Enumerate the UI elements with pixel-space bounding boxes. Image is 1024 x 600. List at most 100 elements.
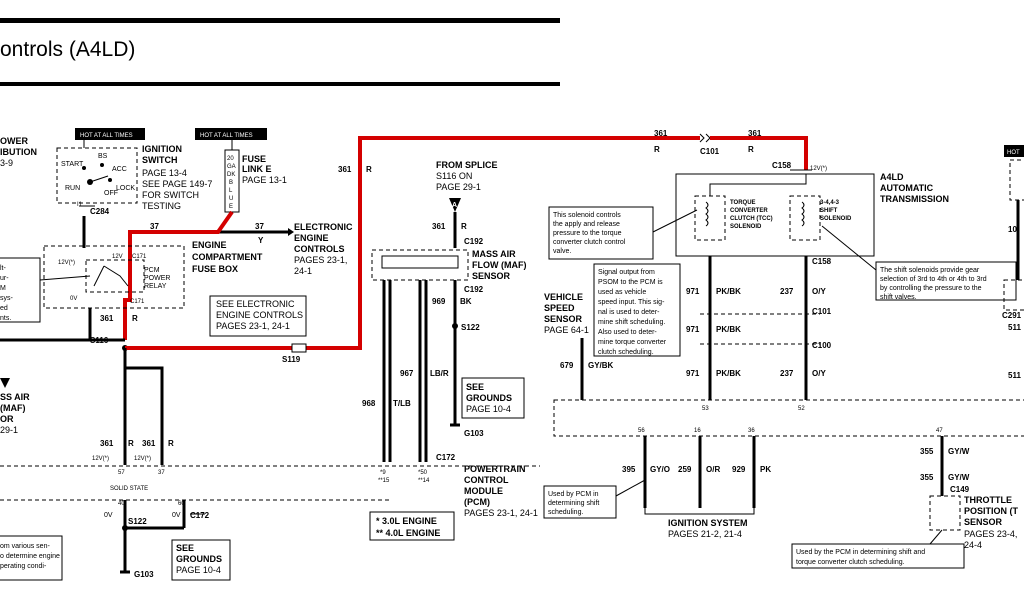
svg-text:CLUTCH (TCC): CLUTCH (TCC) xyxy=(730,216,773,222)
engine-legend xyxy=(369,511,455,541)
shift-solenoid xyxy=(789,195,821,241)
splice-s119: S119 xyxy=(282,355,301,364)
svg-text:ACC: ACC xyxy=(112,166,127,173)
vss-title: VEHICLE xyxy=(544,292,583,302)
svg-text:SHIFT: SHIFT xyxy=(820,208,838,214)
svg-text:MODULE: MODULE xyxy=(464,486,503,496)
svg-text:Signal output from: Signal output from xyxy=(598,269,655,276)
svg-text:C149: C149 xyxy=(950,485,970,494)
svg-text:COMPARTMENT: COMPARTMENT xyxy=(192,252,263,262)
svg-text:R: R xyxy=(748,145,754,154)
svg-text:37: 37 xyxy=(158,470,165,476)
svg-text:PCM: PCM xyxy=(144,267,160,274)
svg-text:CONVERTER: CONVERTER xyxy=(730,208,768,214)
svg-text:SENSOR: SENSOR xyxy=(472,271,511,281)
svg-text:PAGES 21-2, 21-4: PAGES 21-2, 21-4 xyxy=(668,529,742,539)
svg-text:FLOW (MAF): FLOW (MAF) xyxy=(472,260,526,270)
svg-text:0V: 0V xyxy=(104,512,113,519)
svg-text:12V(*): 12V(*) xyxy=(58,260,75,266)
see-eec-box xyxy=(209,295,307,337)
svg-text:ed: ed xyxy=(0,305,8,312)
svg-text:259: 259 xyxy=(678,465,692,474)
svg-text:clutch scheduling.: clutch scheduling. xyxy=(598,349,654,356)
svg-text:PK/BK: PK/BK xyxy=(716,325,741,334)
fuse-link-ref: PAGE 13-1 xyxy=(242,175,287,185)
svg-text:12V: 12V xyxy=(112,254,123,260)
svg-text:om various sen-: om various sen- xyxy=(0,543,50,550)
svg-text:ENGINE CONTROLS: ENGINE CONTROLS xyxy=(216,310,303,320)
svg-text:C171: C171 xyxy=(132,254,147,260)
svg-text:M: M xyxy=(0,285,6,292)
header-rule-top xyxy=(0,18,560,23)
power-distribution-ref: 3-9 xyxy=(0,158,13,168)
svg-text:PAGES 23-1,: PAGES 23-1, xyxy=(294,255,347,265)
svg-text:R: R xyxy=(366,165,372,174)
ignition-switch-ref: PAGE 13-4 xyxy=(142,168,187,178)
svg-text:24-1: 24-1 xyxy=(294,266,312,276)
svg-text:DK: DK xyxy=(227,172,235,178)
svg-text:SEE: SEE xyxy=(466,382,484,392)
svg-text:Also used to deter-: Also used to deter- xyxy=(598,329,657,336)
tcc-solenoid xyxy=(694,195,726,241)
svg-text:16: 16 xyxy=(694,428,701,434)
svg-text:C100: C100 xyxy=(812,341,832,350)
svg-text:AUTOMATIC: AUTOMATIC xyxy=(880,183,934,193)
svg-text:o determine engine: o determine engine xyxy=(0,553,60,560)
svg-text:361: 361 xyxy=(100,439,114,448)
svg-text:the apply and release: the apply and release xyxy=(553,221,620,228)
svg-text:SPEED: SPEED xyxy=(544,303,575,313)
svg-text:3-4,4-3: 3-4,4-3 xyxy=(820,200,840,206)
svg-text:361: 361 xyxy=(654,129,668,138)
from-splice-title: FROM SPLICE xyxy=(436,160,498,170)
svg-text:12V(*): 12V(*) xyxy=(134,456,151,462)
svg-text:929: 929 xyxy=(732,465,746,474)
see-grounds-mid-box xyxy=(461,377,525,419)
svg-text:R: R xyxy=(461,222,467,231)
svg-text:969: 969 xyxy=(432,297,446,306)
svg-text:FUSE BOX: FUSE BOX xyxy=(192,264,238,274)
hot-badge xyxy=(1004,145,1024,157)
ignition-switch-ref: SEE PAGE 149-7 xyxy=(142,179,212,189)
svg-text:shift valves.: shift valves. xyxy=(880,294,917,301)
svg-text:237: 237 xyxy=(780,369,794,378)
svg-text:395: 395 xyxy=(622,465,636,474)
svg-text:**15: **15 xyxy=(378,478,390,484)
svg-text:PAGE 64-1: PAGE 64-1 xyxy=(544,325,589,335)
note-shift-box xyxy=(875,261,1017,301)
svg-text:SOLENOID: SOLENOID xyxy=(730,224,762,230)
fuse-link-title: LINK E xyxy=(242,164,272,174)
svg-text:SOLENOID: SOLENOID xyxy=(820,216,852,222)
page-title: ontrols (A4LD) xyxy=(0,38,135,61)
ground-g103-mid: G103 xyxy=(464,429,484,438)
svg-text:E: E xyxy=(229,204,233,210)
svg-text:ENGINE: ENGINE xyxy=(294,233,329,243)
pcm-power-relay xyxy=(85,259,145,293)
svg-text:OFF: OFF xyxy=(104,190,118,197)
svg-text:361: 361 xyxy=(338,165,352,174)
fuse-box-title: ENGINE xyxy=(192,240,227,250)
svg-text:START: START xyxy=(61,161,84,168)
svg-text:PAGES 23-1, 24-1: PAGES 23-1, 24-1 xyxy=(464,508,538,518)
svg-text:determining shift: determining shift xyxy=(548,500,599,507)
svg-text:679: 679 xyxy=(560,361,574,370)
tps-sensor xyxy=(929,495,961,531)
note-pcm-shift-box xyxy=(543,485,617,519)
svg-text:TRANSMISSION: TRANSMISSION xyxy=(880,194,949,204)
svg-text:361: 361 xyxy=(142,439,156,448)
svg-text:53: 53 xyxy=(702,406,709,412)
svg-text:The shift solenoids provide ge: The shift solenoids provide gear xyxy=(880,267,980,274)
ignition-switch-ref: TESTING xyxy=(142,201,181,211)
svg-text:BS: BS xyxy=(98,153,108,160)
svg-text:O/R: O/R xyxy=(706,465,720,474)
svg-text:C192: C192 xyxy=(464,285,484,294)
svg-text:PAGE 10-4: PAGE 10-4 xyxy=(176,565,221,575)
svg-text:converter clutch control: converter clutch control xyxy=(553,239,626,246)
svg-text:10: 10 xyxy=(1008,225,1017,234)
svg-text:used as vehicle: used as vehicle xyxy=(598,289,646,296)
hot-badge-text: HOT xyxy=(1007,150,1020,156)
svg-text:511: 511 xyxy=(1008,323,1021,332)
svg-text:TORQUE: TORQUE xyxy=(730,200,756,206)
connector-c101-top: C101 xyxy=(700,147,720,156)
svg-text:* 3.0L ENGINE: * 3.0L ENGINE xyxy=(376,516,437,526)
svg-text:0V: 0V xyxy=(70,296,77,302)
